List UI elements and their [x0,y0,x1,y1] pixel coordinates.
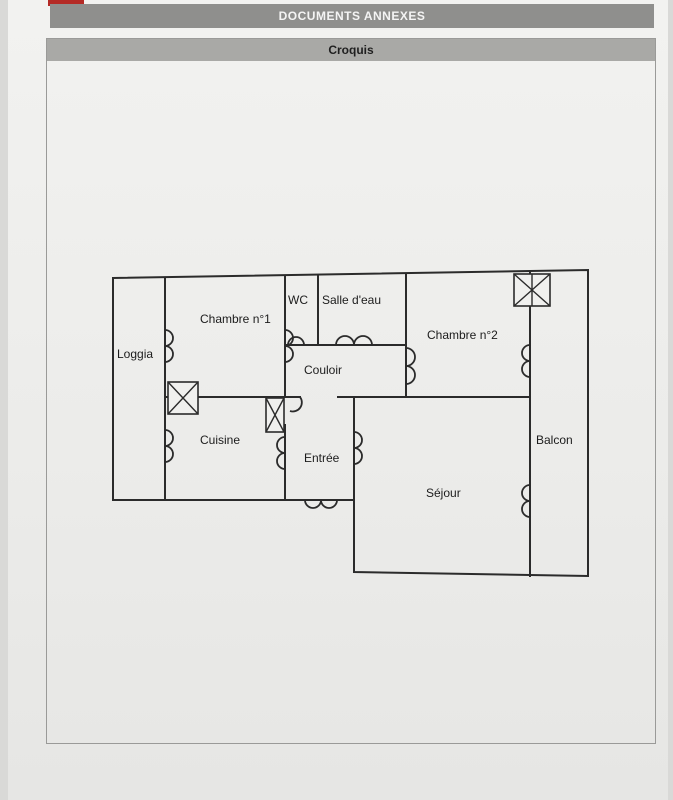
door-chambre1 [284,329,294,363]
panel-title: Croquis [47,39,655,61]
door-cuisine [276,436,286,470]
label-chambre2: Chambre n°2 [427,328,498,342]
door-loggia [164,329,174,363]
door-couloir [289,396,303,413]
door-chambre2 [405,347,416,385]
document-page [8,0,668,800]
label-chambre1: Chambre n°1 [200,312,271,326]
label-balcon: Balcon [536,433,573,447]
label-salle-eau: Salle d'eau [322,293,381,307]
label-sejour: Séjour [426,486,461,500]
door-wc [287,336,305,346]
door-balcon-chambre2 [521,344,531,378]
door-balcon-sejour [521,484,531,518]
sketch-frame: Croquis [46,38,656,744]
door-entree-sejour [353,431,363,465]
label-entree: Entrée [304,451,340,465]
logo-mark [48,0,84,6]
label-couloir: Couloir [304,363,342,377]
label-wc: WC [288,293,308,307]
label-loggia: Loggia [117,347,153,361]
section-banner: DOCUMENTS ANNEXES [50,4,654,28]
door-cuisine-loggia [164,429,174,463]
outer-wall [111,268,589,578]
label-cuisine: Cuisine [200,433,240,447]
door-entree [304,499,338,509]
door-salle-eau [335,335,373,346]
